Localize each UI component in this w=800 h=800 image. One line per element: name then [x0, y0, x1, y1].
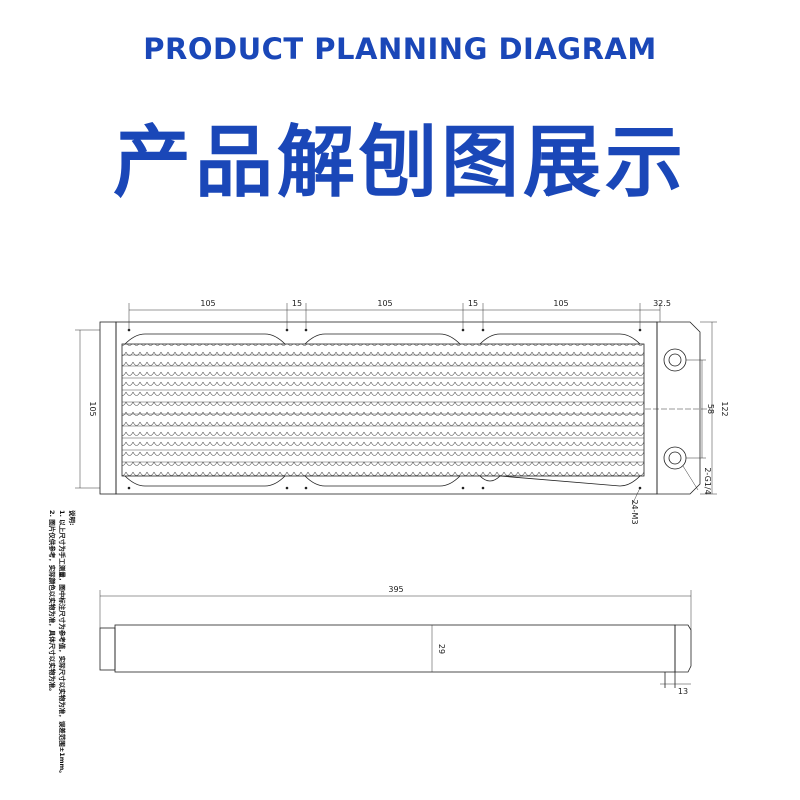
- notes-line-2: 2. 图片仅供参考，实际颜色以实物为准，具体尺寸以实物为准。: [48, 510, 57, 695]
- dim-end-thickness: 13: [678, 687, 688, 696]
- side-dimensions: [99, 590, 692, 685]
- diagram-title: 产品解刨图展示: [112, 118, 687, 208]
- dim-width-1: 105: [200, 299, 215, 308]
- core-bottom-edge: [124, 475, 641, 487]
- dim-gap-2: 15: [468, 299, 478, 308]
- port-bottom: [663, 446, 687, 470]
- top-dimensions: [75, 303, 717, 506]
- mount-hole-label: 24-M3: [630, 499, 639, 524]
- dim-width-3: 105: [553, 299, 568, 308]
- left-end-tank: [99, 321, 117, 495]
- side-body: [114, 624, 676, 673]
- radiator-core: [121, 343, 645, 477]
- dim-port-spacing: 58: [706, 404, 715, 414]
- dim-gap-1: 15: [292, 299, 302, 308]
- dim-end-width: 32.5: [653, 299, 671, 308]
- port-thread-label: 2-G1/4: [703, 467, 712, 494]
- radiator-side-view: [99, 624, 692, 688]
- notes-line-1: 1. 以上尺寸为手工测量，图中标注尺寸为参考值，实际尺寸以实物为准，误差范围±1…: [58, 510, 67, 777]
- port-top: [663, 348, 687, 372]
- right-end-tank: [656, 321, 701, 495]
- radiator-top-view: [99, 321, 701, 495]
- side-left-cap: [99, 627, 116, 671]
- side-right-cap: [674, 624, 692, 673]
- dim-total-height: 122: [720, 401, 729, 416]
- dim-height: 105: [88, 401, 97, 416]
- notes-heading: 说明:: [68, 510, 77, 526]
- diagram-subtitle: PRODUCT PLANNING DIAGRAM: [143, 32, 657, 66]
- dim-width-2: 105: [377, 299, 392, 308]
- core-top-edge: [124, 333, 641, 345]
- dim-length: 395: [388, 585, 403, 594]
- dim-thickness: 29: [437, 644, 446, 654]
